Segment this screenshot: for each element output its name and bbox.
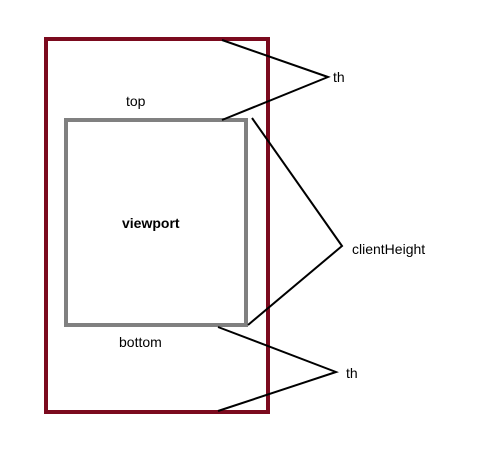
bottom-th-label: th — [346, 365, 358, 381]
top-th-bracket — [221, 39, 331, 121]
top-th-label: th — [333, 69, 345, 85]
bottom-th-bracket — [217, 326, 339, 412]
client-height-label: clientHeight — [352, 241, 425, 257]
viewport-rect — [64, 118, 248, 327]
bottom-label: bottom — [119, 334, 162, 350]
viewport-label: viewport — [122, 215, 180, 231]
client-height-bracket — [247, 117, 344, 326]
scroll-container-rect — [44, 37, 270, 414]
top-label: top — [126, 93, 146, 109]
